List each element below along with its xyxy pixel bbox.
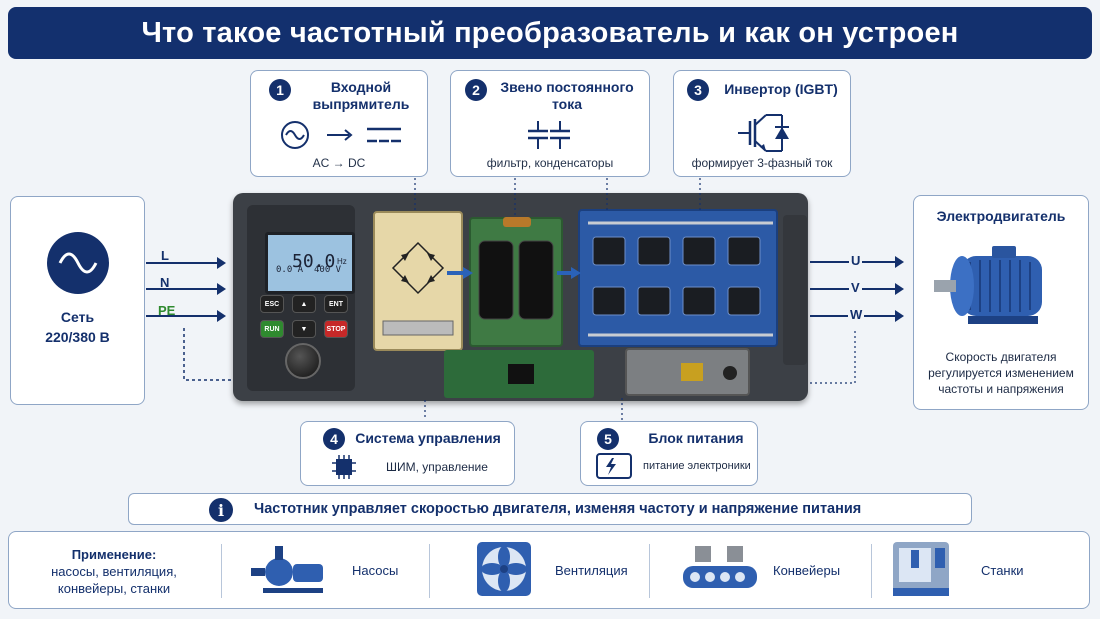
block-control-system: 4 Система управления ШИМ, управление bbox=[300, 421, 515, 486]
stop-key[interactable]: STOP bbox=[324, 320, 348, 338]
phase-label-v: V bbox=[849, 280, 862, 295]
lcd-voltage: 400 V bbox=[314, 265, 342, 275]
block-number: 4 bbox=[323, 428, 345, 450]
block-title: Система управления bbox=[355, 430, 501, 446]
esc-key[interactable]: ESC bbox=[260, 295, 284, 313]
lcd-display: 50.0 Hz 0.0 A 400 V bbox=[265, 232, 355, 294]
fan-icon bbox=[477, 542, 531, 596]
lcd-frequency: 50.0 bbox=[292, 251, 336, 272]
ent-key[interactable]: ENT bbox=[324, 295, 348, 313]
input-arrow-l bbox=[146, 257, 226, 269]
motor-icon bbox=[934, 246, 1042, 324]
page-title: Что такое частотный преобразователь и ка… bbox=[141, 16, 959, 49]
block-number: 3 bbox=[687, 79, 709, 101]
motor-title: Электродвигатель bbox=[936, 208, 1066, 224]
separator bbox=[871, 544, 872, 598]
block-inverter: 3 Инвертор (IGBT) формирует 3-фазный ток bbox=[673, 70, 851, 177]
phase-label-u: U bbox=[849, 253, 863, 268]
inverter-section bbox=[578, 209, 778, 347]
block-number: 1 bbox=[269, 79, 291, 101]
block-subtitle: фильтр, конденсаторы bbox=[486, 156, 614, 170]
block-subtitle: ШИМ, управление bbox=[386, 460, 488, 474]
separator bbox=[429, 544, 430, 598]
run-key[interactable]: RUN bbox=[260, 320, 284, 338]
wire-label-n: N bbox=[160, 275, 170, 290]
lcd-current: 0.0 A bbox=[276, 265, 304, 275]
machine-tool-icon bbox=[893, 542, 949, 596]
separator bbox=[221, 544, 222, 598]
application-label: Насосы bbox=[352, 563, 399, 578]
block-title: Инвертор (IGBT) bbox=[724, 81, 838, 97]
ac-to-dc-icon bbox=[281, 121, 401, 149]
input-arrow-pe bbox=[146, 310, 226, 322]
down-key[interactable]: ▼ bbox=[292, 320, 316, 338]
info-bar: i Частотник управляет скоростью двигател… bbox=[128, 493, 972, 525]
info-text: Частотник управляет скоростью двигателя,… bbox=[254, 501, 862, 517]
conveyor-icon bbox=[683, 546, 757, 588]
chip-icon bbox=[332, 455, 356, 479]
separator bbox=[649, 544, 650, 598]
device-internals bbox=[382, 217, 773, 381]
wire-label-pe: PE bbox=[158, 303, 176, 318]
applications-heading: Применение: насосы, вентиляция, конвейер… bbox=[51, 547, 177, 596]
up-key[interactable]: ▲ bbox=[292, 295, 316, 313]
title-bar: Что такое частотный преобразователь и ка… bbox=[8, 7, 1092, 59]
phase-label-w: W bbox=[848, 307, 865, 322]
side-mount bbox=[783, 215, 807, 365]
igbt-icon bbox=[738, 114, 789, 152]
application-label: Конвейеры bbox=[773, 563, 841, 578]
pump-icon bbox=[251, 546, 323, 593]
application-label: Вентиляция bbox=[555, 563, 628, 578]
block-power-supply: 5 Блок питания питание электроники bbox=[580, 421, 758, 486]
info-icon: i bbox=[209, 498, 233, 522]
pe-dashed-connector bbox=[183, 328, 238, 381]
block-subtitle: AC → DC bbox=[312, 156, 366, 170]
power-supply-icon bbox=[596, 453, 632, 479]
microcontroller-chip bbox=[508, 364, 534, 384]
capacitor-icon bbox=[528, 121, 570, 149]
block-subtitle: питание электроники bbox=[643, 460, 751, 472]
control-board bbox=[444, 350, 594, 398]
input-arrow-n bbox=[146, 283, 226, 295]
block-title: Блок питания bbox=[648, 430, 744, 446]
ac-wave-icon bbox=[47, 232, 109, 294]
lcd-frequency-unit: Hz bbox=[337, 257, 347, 266]
control-knob[interactable] bbox=[285, 343, 321, 379]
applications-bar: Применение: насосы, вентиляция, конвейер… bbox=[8, 531, 1090, 609]
application-label: Станки bbox=[981, 563, 1024, 578]
wire-label-l: L bbox=[161, 248, 169, 263]
block-number: 5 bbox=[597, 428, 619, 450]
block-subtitle: формирует 3-фазный ток bbox=[691, 156, 833, 170]
block-number: 2 bbox=[465, 79, 487, 101]
